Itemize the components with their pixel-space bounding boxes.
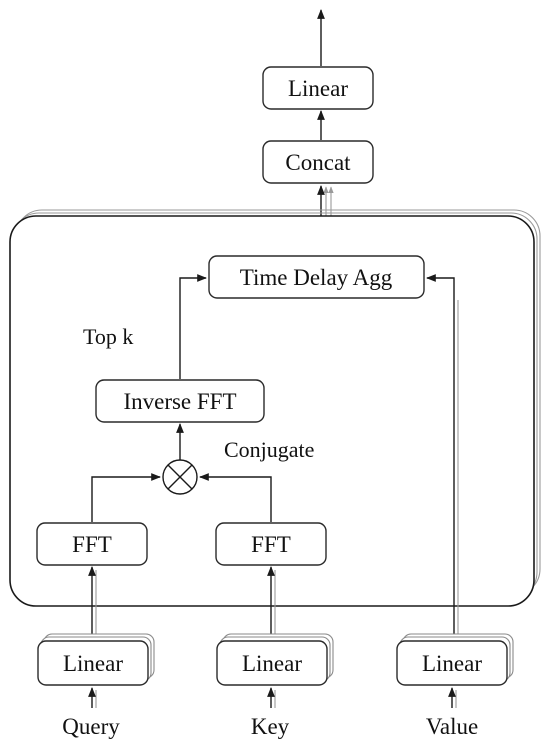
time-delay-agg-block: Time Delay Agg	[208, 255, 425, 299]
linear-query-label: Linear	[63, 651, 123, 676]
linear-value-block: Linear	[396, 633, 514, 686]
fft-key-block: FFT	[215, 522, 327, 566]
linear-key-label: Linear	[242, 651, 302, 676]
time-delay-agg-label: Time Delay Agg	[240, 265, 393, 290]
fft-key-label: FFT	[251, 532, 291, 557]
head-frame	[9, 215, 535, 607]
conjugate-label: Conjugate	[224, 437, 314, 462]
linear-top-label: Linear	[288, 76, 348, 101]
key-input-label: Key	[251, 714, 290, 739]
top-k-label: Top k	[83, 324, 133, 349]
fft-key-to-multiply-arrow	[199, 473, 272, 522]
multiply-icon	[162, 459, 198, 495]
linear-value-label: Linear	[422, 651, 482, 676]
inverse-fft-block: Inverse FFT	[95, 379, 265, 423]
inverse-fft-label: Inverse FFT	[123, 389, 236, 414]
inverse-fft-to-agg-arrow	[179, 274, 207, 379]
value-input-label: Value	[426, 714, 478, 739]
fft-query-block: FFT	[36, 522, 148, 566]
value-to-agg-arrow	[426, 274, 455, 642]
concat-block: Concat	[262, 140, 374, 184]
linear-query-block: Linear	[37, 633, 155, 686]
query-input-label: Query	[62, 714, 120, 739]
fft-query-label: FFT	[72, 532, 112, 557]
fft-query-to-multiply-arrow	[91, 473, 161, 522]
linear-top-block: Linear	[262, 66, 374, 110]
concat-label: Concat	[285, 150, 351, 175]
linear-key-block: Linear	[216, 633, 334, 686]
